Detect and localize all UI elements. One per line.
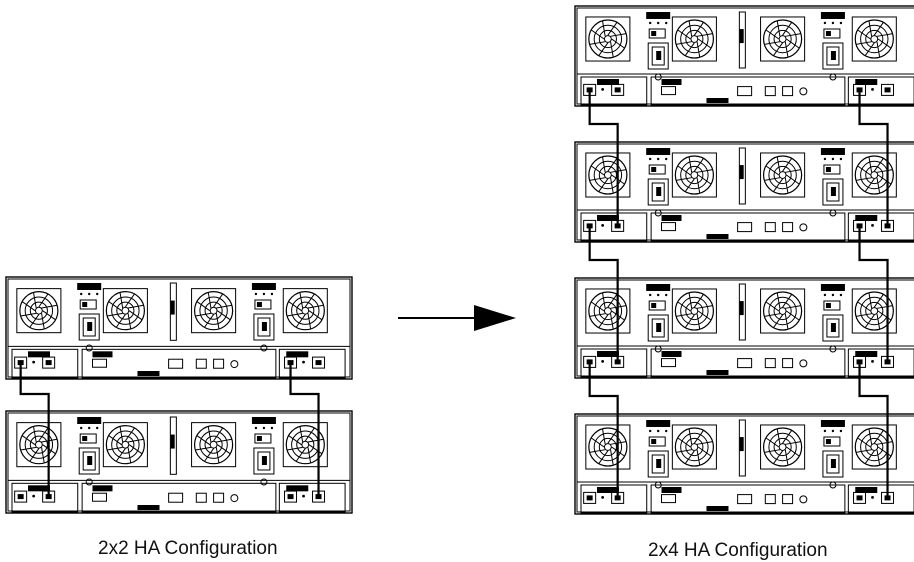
power-inlet-icon — [251, 283, 276, 352]
cable-line — [19, 362, 50, 497]
fan-icon — [585, 152, 631, 198]
controller-module — [580, 484, 648, 514]
port — [853, 491, 867, 504]
cable-line — [858, 89, 889, 226]
io-module — [650, 76, 846, 106]
power-inlet-icon — [646, 284, 671, 353]
port — [881, 83, 895, 96]
fan-icon — [16, 288, 62, 334]
power-inlet-icon — [820, 284, 845, 353]
controller-module — [847, 76, 914, 106]
port — [284, 490, 298, 503]
fan-icon — [16, 422, 62, 468]
power-inlet-icon — [820, 12, 845, 81]
controller-module — [11, 482, 79, 513]
controller-module — [847, 212, 914, 242]
fan-icon — [585, 424, 631, 470]
controller-module — [847, 484, 914, 514]
controller-module — [11, 348, 79, 379]
power-inlet-icon — [77, 283, 102, 352]
fan-icon — [585, 16, 631, 62]
power-inlet-icon — [646, 12, 671, 81]
right-caption: 2x4 HA Configuration — [648, 540, 828, 561]
controller-module — [278, 348, 346, 379]
fan-icon — [851, 288, 897, 334]
io-module — [650, 348, 846, 378]
controller-module — [847, 348, 914, 378]
fan-icon — [760, 152, 806, 198]
io-module — [81, 348, 277, 379]
io-module — [650, 484, 846, 514]
fan-icon — [671, 424, 717, 470]
fan-icon — [760, 16, 806, 62]
arrow-icon — [398, 305, 516, 331]
fan-icon — [671, 288, 717, 334]
storage-enclosure — [574, 277, 914, 379]
port — [611, 83, 625, 96]
io-module — [650, 212, 846, 242]
power-inlet-icon — [251, 417, 276, 486]
cable-line — [858, 225, 889, 362]
fan-icon — [282, 422, 328, 468]
fan-icon — [760, 288, 806, 334]
fan-icon — [282, 288, 328, 334]
controller-module — [278, 482, 346, 513]
storage-enclosure — [5, 410, 353, 514]
storage-enclosure — [574, 413, 914, 515]
cable-line — [289, 362, 320, 497]
left-2x2-configuration — [5, 276, 353, 514]
fan-icon — [102, 422, 148, 468]
storage-enclosure — [574, 5, 914, 107]
cable-line — [858, 361, 889, 498]
io-module — [81, 482, 277, 513]
cable-line — [588, 225, 619, 362]
power-inlet-icon — [77, 417, 102, 486]
fan-icon — [585, 288, 631, 334]
port — [14, 490, 28, 503]
fan-icon — [191, 422, 237, 468]
fan-icon — [851, 152, 897, 198]
left-caption: 2x2 HA Configuration — [98, 538, 278, 559]
right-2x4-configuration — [574, 5, 914, 515]
cable-line — [588, 89, 619, 226]
controller-module — [580, 212, 648, 242]
fan-icon — [671, 16, 717, 62]
power-inlet-icon — [646, 420, 671, 489]
fan-icon — [851, 424, 897, 470]
power-inlet-icon — [820, 420, 845, 489]
fan-icon — [671, 152, 717, 198]
fan-icon — [102, 288, 148, 334]
port — [583, 491, 597, 504]
controller-module — [580, 76, 648, 106]
port — [312, 356, 326, 369]
cable-line — [588, 361, 619, 498]
storage-enclosure — [5, 276, 353, 380]
port — [42, 356, 56, 369]
power-inlet-icon — [820, 148, 845, 217]
controller-module — [580, 348, 648, 378]
fan-icon — [760, 424, 806, 470]
fan-icon — [191, 288, 237, 334]
power-inlet-icon — [646, 148, 671, 217]
storage-enclosure — [574, 141, 914, 243]
fan-icon — [851, 16, 897, 62]
